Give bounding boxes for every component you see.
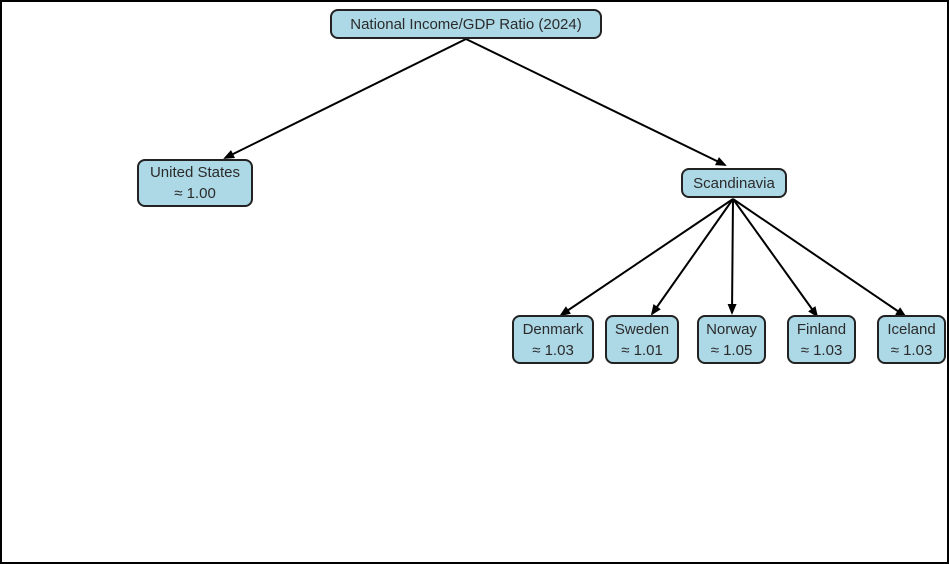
- node-sweden-value: ≈ 1.01: [621, 341, 663, 359]
- edge-scandinavia-denmark: [559, 198, 734, 317]
- node-norway-value: ≈ 1.05: [710, 341, 753, 359]
- node-denmark: Denmark ≈ 1.03: [512, 315, 594, 364]
- node-root: National Income/GDP Ratio (2024): [330, 9, 602, 39]
- edge-scandinavia-finland: [732, 198, 819, 318]
- node-sweden-label: Sweden: [614, 320, 670, 338]
- node-iceland-value: ≈ 1.03: [890, 341, 933, 359]
- node-scandinavia-label: Scandinavia: [693, 174, 775, 192]
- edge-root-united-states: [223, 38, 467, 159]
- node-denmark-label: Denmark: [522, 320, 584, 338]
- node-finland: Finland ≈ 1.03: [787, 315, 856, 364]
- node-iceland: Iceland ≈ 1.03: [877, 315, 946, 364]
- node-united-states: United States ≈ 1.00: [137, 159, 253, 207]
- node-iceland-label: Iceland: [887, 320, 936, 338]
- node-united-states-value: ≈ 1.00: [174, 185, 216, 202]
- node-norway-label: Norway: [706, 320, 757, 338]
- node-sweden: Sweden ≈ 1.01: [605, 315, 679, 364]
- edge-root-scandinavia: [465, 38, 727, 166]
- node-united-states-label: United States: [149, 164, 241, 181]
- node-scandinavia: Scandinavia: [681, 168, 787, 198]
- edge-scandinavia-sweden: [650, 198, 734, 316]
- edge-scandinavia-norway: [727, 198, 737, 315]
- node-norway: Norway ≈ 1.05: [697, 315, 766, 364]
- node-root-label: National Income/GDP Ratio (2024): [350, 15, 582, 33]
- node-finland-value: ≈ 1.03: [800, 341, 843, 359]
- node-finland-label: Finland: [796, 320, 847, 338]
- node-denmark-value: ≈ 1.03: [532, 341, 574, 359]
- edge-scandinavia-iceland: [732, 198, 907, 318]
